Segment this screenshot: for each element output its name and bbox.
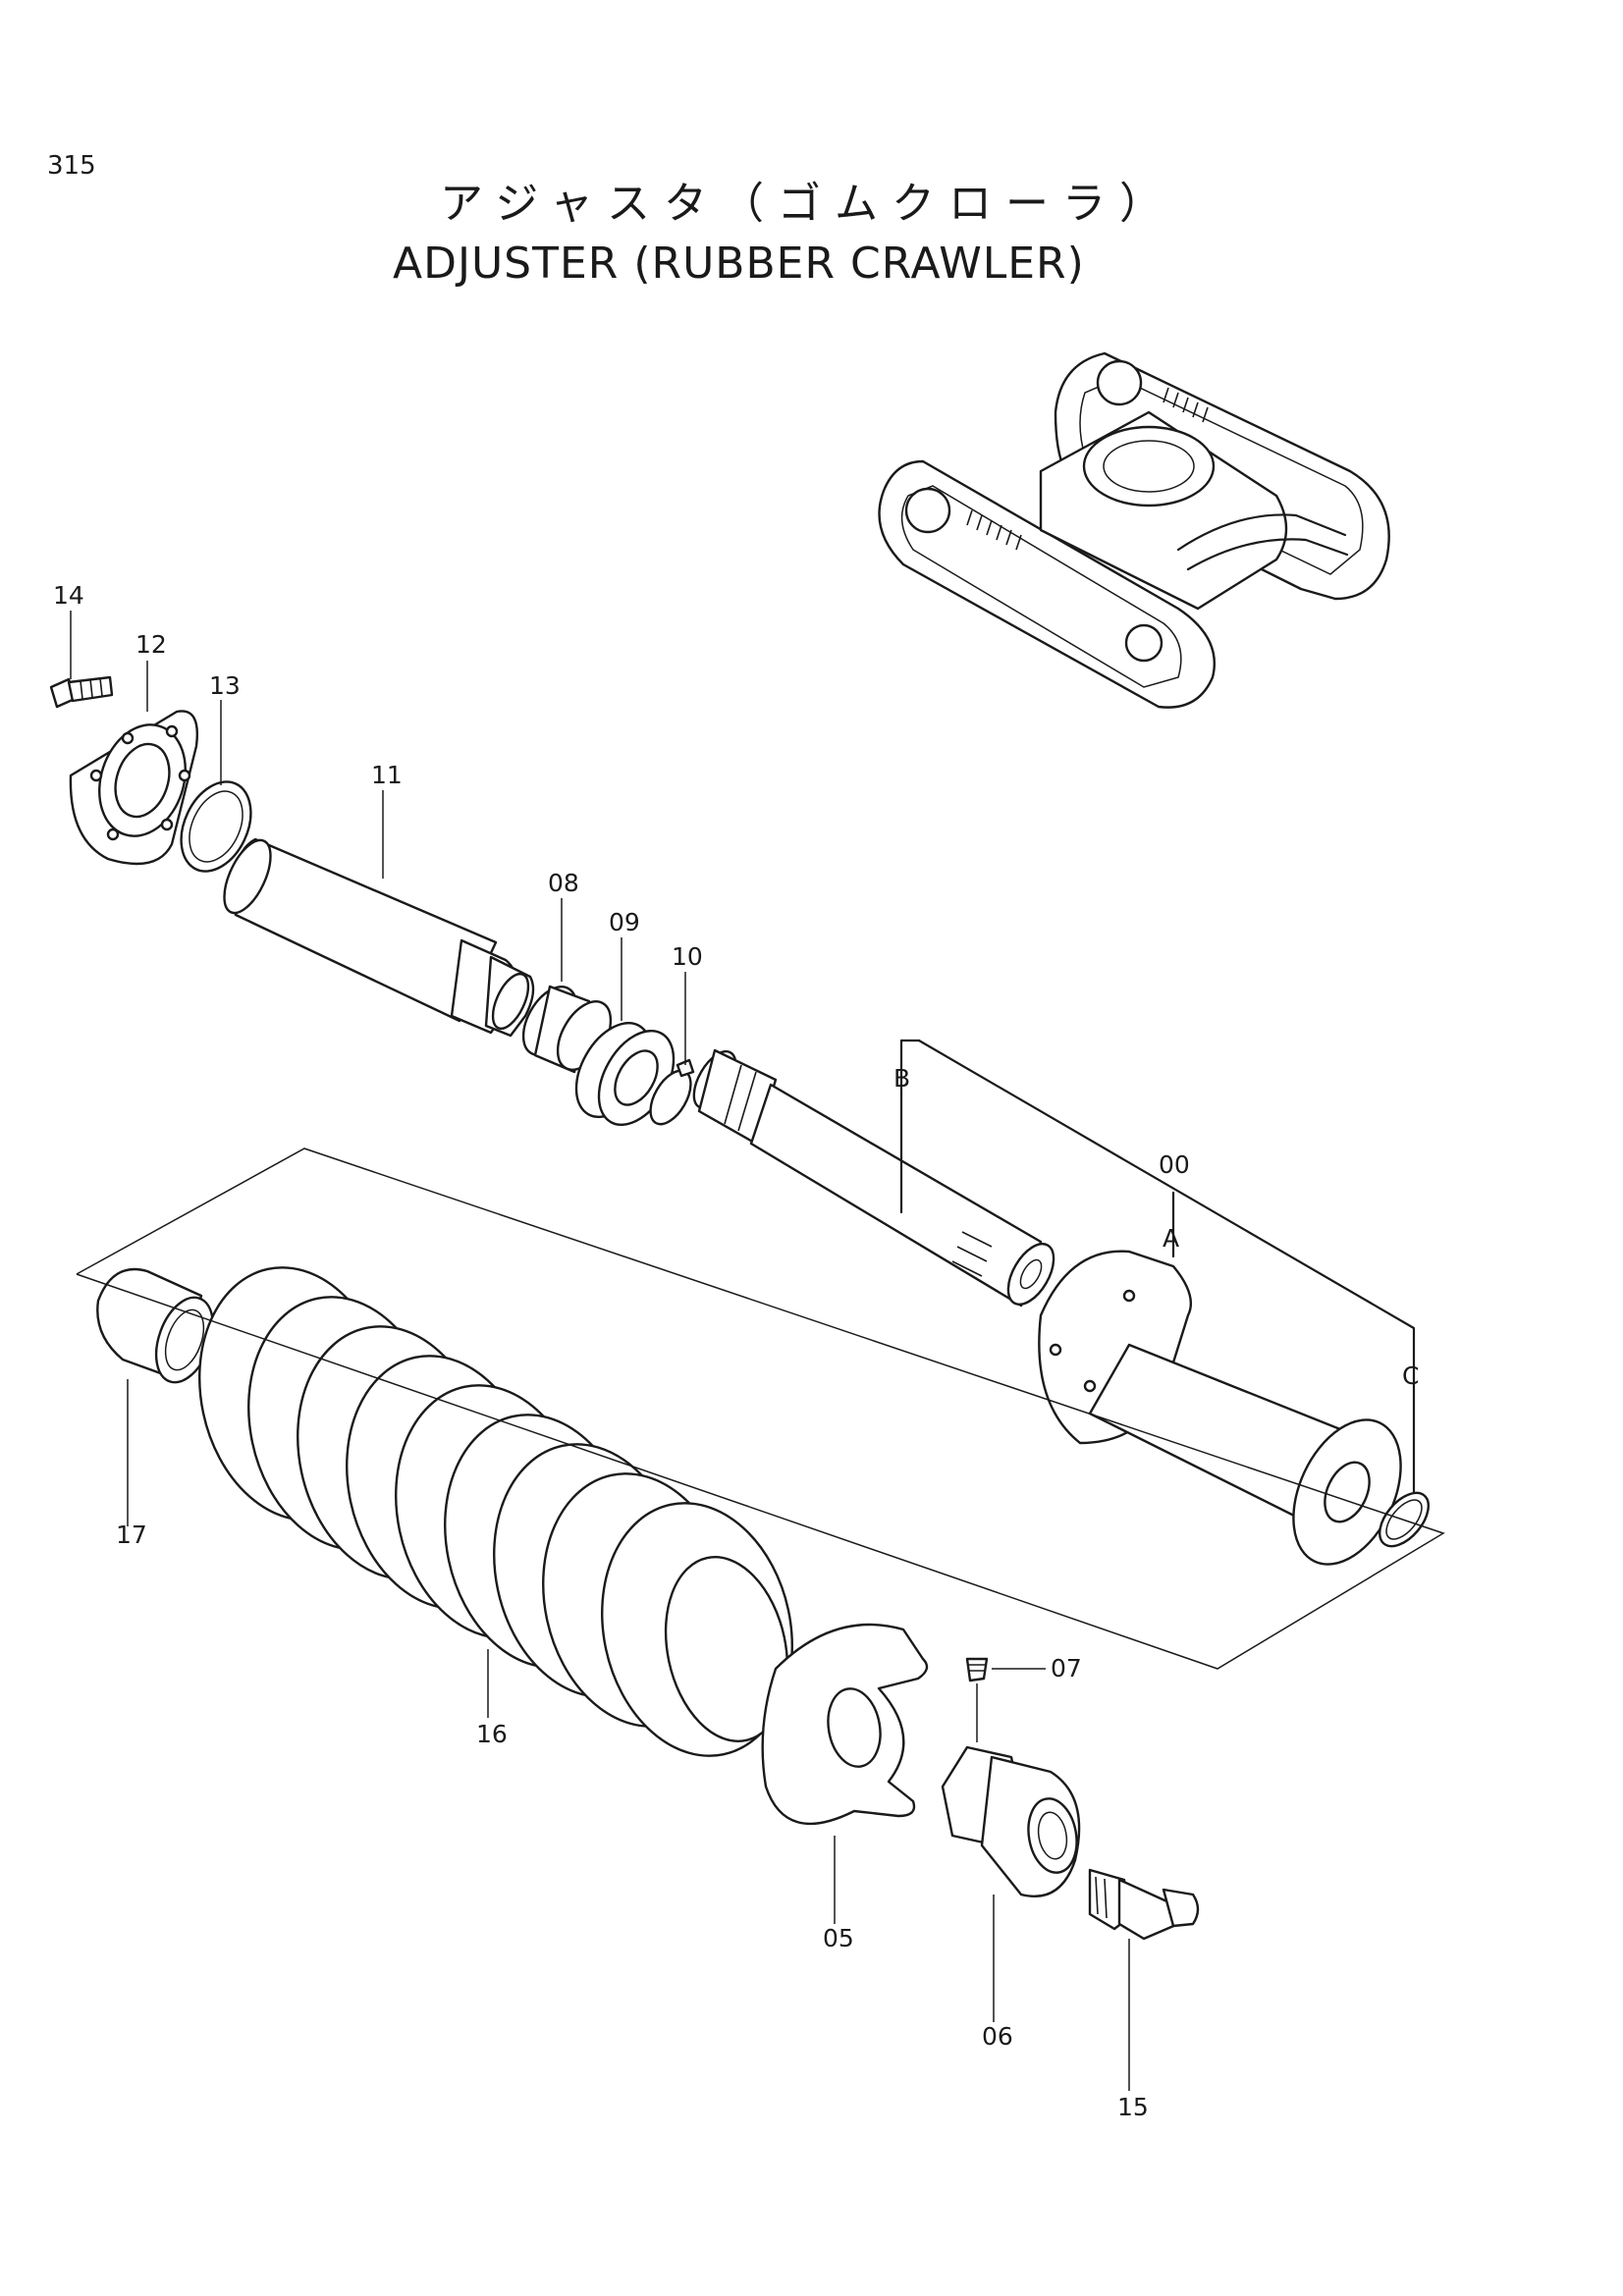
callout-13: 13: [209, 671, 241, 700]
cylinder-a: [1038, 1250, 1402, 1566]
spring-16: [198, 1266, 793, 1757]
piston-rod-b: [692, 1048, 1055, 1308]
callout-11: 11: [371, 761, 403, 789]
callout-17: 17: [116, 1521, 147, 1549]
page-number: 315: [47, 151, 96, 181]
callout-12: 12: [135, 630, 167, 659]
undercarriage-inset: [878, 351, 1390, 709]
callout-09: 09: [609, 908, 640, 936]
callout-15: 15: [1117, 2093, 1149, 2121]
callout-labels: 14 12 13 11 08 09 10 B 00 A C 17 07 16 0…: [53, 581, 1419, 2121]
leader-lines: [70, 611, 1130, 2091]
spacer-17: [96, 1267, 215, 1384]
assembly-bracket-lines: [76, 1039, 1445, 1670]
callout-08: 08: [548, 869, 579, 897]
title-japanese: アジャスタ（ゴムクローラ）: [440, 179, 1176, 229]
elbow-fitting-15: [1088, 1868, 1200, 1941]
rod-11: [223, 837, 535, 1038]
bolt-14: [49, 675, 114, 709]
callout-00: 00: [1159, 1150, 1190, 1179]
callout-B: B: [893, 1064, 910, 1093]
title-english: ADJUSTER (RUBBER CRAWLER): [393, 239, 1085, 289]
spring-seat-05: [761, 1623, 929, 1825]
callout-A: A: [1163, 1224, 1179, 1253]
ring-13: [180, 780, 252, 873]
callout-10: 10: [672, 942, 703, 971]
grease-nipple-07: [965, 1657, 989, 1682]
callout-16: 16: [476, 1720, 508, 1748]
valve-nut-06: [941, 1745, 1081, 1897]
flange-12: [69, 710, 198, 866]
callout-C: C: [1402, 1362, 1419, 1390]
callout-05: 05: [823, 1924, 854, 1952]
callout-14: 14: [53, 581, 84, 610]
callout-07: 07: [1051, 1654, 1082, 1682]
callout-06: 06: [982, 2022, 1013, 2051]
